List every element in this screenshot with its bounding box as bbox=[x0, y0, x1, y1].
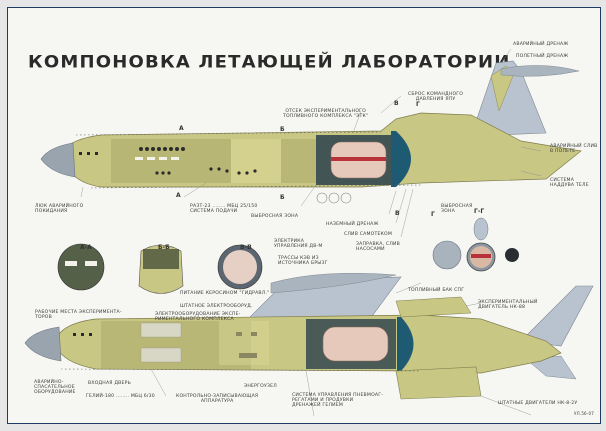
label-workstations: РАБОЧИЕ МЕСТА ЭКСПЕРИМЕНТА- ТОРОВ bbox=[35, 310, 122, 321]
label-fuel-complex-bay: ОТСЕК ЭКСПЕРИМЕНТАЛЬНОГО ТОПЛИВНОГО КОМП… bbox=[283, 109, 369, 120]
label-pressurization-system: СИСТЕМА НАДДУВА ТЕЛЕ bbox=[550, 178, 589, 189]
label-experimental-engine: ЭКСПЕРИМЕНТАЛЬНЫЙ ДВИГАТЕЛЬ НК-88 bbox=[478, 300, 538, 311]
section-a-a bbox=[57, 243, 105, 291]
section-marker-a-bottom: А bbox=[176, 192, 181, 199]
label-standard-engines: ШТАТНЫЕ ДВИГАТЕЛИ НК-8-2у bbox=[498, 401, 578, 406]
label-recording-equipment: КОНТРОЛЬНО-ЗАПИСЫВАЮЩАЯ АППАРАТУРА bbox=[176, 394, 259, 405]
label-emergency-drain: АВАРИЙНЫЙ ДРЕНАЖ bbox=[513, 42, 569, 47]
label-emergency-exit-hatch: ЛЮК АВАРИЙНОГО ПОКИДАНИЯ bbox=[35, 204, 84, 215]
diagram-title: КОМПОНОВКА ЛЕТАЮЩЕЙ ЛАБОРАТОРИИ bbox=[28, 52, 511, 73]
label-exhaust-zone-right: ВЫБРОСНАЯ ЗОНА bbox=[441, 204, 473, 215]
section-marker-a-top: А bbox=[179, 125, 184, 132]
bottom-nose-cone bbox=[24, 326, 62, 362]
section-g-g bbox=[432, 217, 519, 272]
label-exhaust-zone-left: ВЫБРОСНАЯ ЗОНА bbox=[251, 214, 299, 219]
experimental-engine bbox=[395, 296, 472, 318]
leader-lines bbox=[80, 48, 542, 417]
label-fill-pump-drain: ЗАПРАВКА, СЛИВ НАСОСАМИ bbox=[356, 242, 400, 253]
label-pneumatic-control: СИСТЕМА УПРАВЛЕНИЯ ПНЕВМОАГ- РЕГАТАМИ И … bbox=[292, 393, 384, 409]
label-command-pressure-release: СБРОС КОМАНДНОГО ДАВЛЕНИЯ ЯПУ bbox=[408, 92, 464, 103]
label-vacuum-lines: ТРАССЫ КЭВ ИЗ ИСТОЧНИКА БРЫЗГ bbox=[278, 256, 328, 267]
aircraft-drawings bbox=[24, 48, 594, 417]
section-marker-g-top: Г bbox=[416, 101, 420, 108]
bottom-engine-pod bbox=[270, 272, 397, 294]
sheet-code: ул.56-07 bbox=[574, 411, 594, 416]
top-tail-pod bbox=[500, 65, 580, 77]
label-lng-fuel-tank: ТОПЛИВНЫЙ БАК СПГ bbox=[408, 288, 465, 293]
label-electrical-control: ЭЛЕКТРИКА УПРАВЛЕНИЯ ДВ-М bbox=[274, 239, 323, 250]
label-gravity-drain: СЛИВ САМОТЕКОМ bbox=[344, 232, 392, 237]
top-aircraft bbox=[40, 60, 582, 189]
label-entry-door: ВХОДНАЯ ДВЕРЬ bbox=[88, 381, 131, 386]
bottom-engine-nacelle bbox=[395, 366, 482, 400]
label-power-unit: ЭНЕРГОУЗЕЛ bbox=[244, 384, 277, 389]
label-rescue-equipment: АВАРИЙНО- СПАСАТЕЛЬНОЕ ОБОРУДОВАНИЕ bbox=[34, 380, 76, 396]
section-title-v-v: В-В bbox=[240, 244, 252, 251]
section-title-b-b: Б-Б bbox=[158, 244, 170, 251]
section-marker-b-bottom: Б bbox=[280, 194, 285, 201]
bottom-aircraft bbox=[24, 272, 594, 400]
label-kerosene-hydraulic-supply: ПИТАНИЕ КЕРОСИНОМ "ГИДРАВЛ." bbox=[180, 291, 270, 296]
label-gas-supply-system: РАЗТ-23 ........ МБЦ 25/150 СИСТЕМА ПОДА… bbox=[190, 204, 258, 215]
label-experimental-power: ЭЛЕКТРООБОРУДОВАНИЕ ЭКСПЕ- РИМЕНТАЛЬНОГО… bbox=[155, 312, 241, 323]
top-nose-cone bbox=[40, 142, 76, 178]
section-title-a-a: А-А bbox=[80, 244, 92, 251]
label-standard-power: ШТАТНОЕ ЭЛЕКТРООБОРУД. bbox=[180, 304, 253, 309]
label-flight-drain: ПОЛЕТНЫЙ ДРЕНАЖ bbox=[516, 54, 569, 59]
section-marker-g-bottom: Г bbox=[431, 211, 435, 218]
label-helium: ГЕЛИЙ-180 ........ МБЦ 6/30 bbox=[86, 394, 155, 399]
top-bulkhead bbox=[391, 131, 411, 187]
section-marker-v-bottom: В bbox=[395, 210, 400, 217]
label-emergency-inflight-dump: АВАРИЙНЫЙ СЛИВ В ПОЛЕТЕ bbox=[550, 144, 598, 155]
section-marker-v-top: В bbox=[394, 100, 399, 107]
section-marker-b-top: Б bbox=[280, 126, 285, 133]
diagram-frame: КОМПОНОВКА ЛЕТАЮЩЕЙ ЛАБОРАТОРИИ bbox=[7, 7, 601, 424]
label-ground-drain: НАЗЕМНЫЙ ДРЕНАЖ bbox=[326, 222, 379, 227]
section-title-g-g: Г-Г bbox=[474, 208, 485, 215]
bottom-bulkhead bbox=[397, 317, 414, 371]
bottom-fuel-tank bbox=[322, 326, 389, 362]
section-views bbox=[57, 192, 519, 294]
